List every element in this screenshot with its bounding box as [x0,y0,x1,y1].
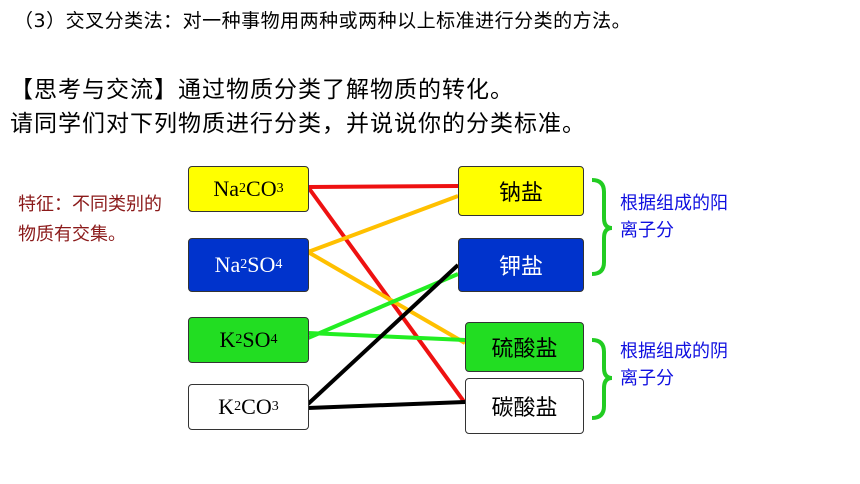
category-carbonate: 碳酸盐 [465,378,584,434]
category-sulfate: 硫酸盐 [465,322,584,372]
method-definition: （3）交叉分类法：对一种事物用两种或两种以上标准进行分类的方法。 [14,10,632,32]
category-sodium-salt: 钠盐 [458,166,584,216]
feature-note: 特征：不同类别的物质有交集。 [18,194,162,245]
link-na2so4-sodium [307,194,459,254]
link-k2co3-potassium [306,263,460,406]
task-instruction: 请同学们对下列物质进行分类，并说说你的分类标准。 [10,111,586,137]
note-cation: 根据组成的阳离子分 [620,193,728,241]
think-and-discuss-title: 【思考与交流】通过物质分类了解物质的转化。 [10,77,514,103]
link-k2so4-potassium [307,272,459,340]
link-na2so4-sulfate [306,250,467,345]
link-k2co3-carbonate [307,400,466,410]
brace-anion [591,338,613,420]
link-k2so4-sulfate [307,331,466,342]
brace-cation [591,178,613,276]
category-potassium-salt: 钾盐 [458,238,584,292]
note-anion: 根据组成的阴离子分 [620,341,728,389]
link-na2co3-carbonate [306,185,467,405]
link-na2co3-sodium [307,184,459,189]
